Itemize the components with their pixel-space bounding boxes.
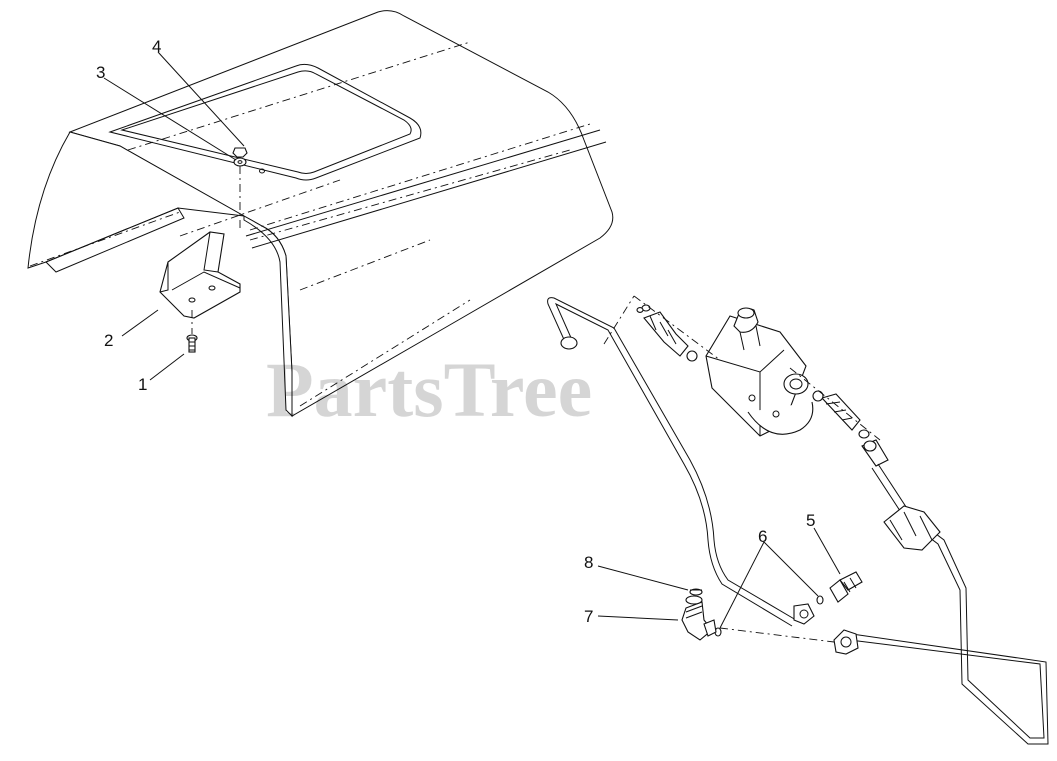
watermark: PartsTree <box>266 346 592 433</box>
straight-fitting <box>829 571 863 603</box>
washer-and-nut <box>232 147 248 232</box>
callout-3: 3 <box>96 63 105 82</box>
callout-labels: 4 3 2 1 5 6 8 7 <box>96 37 815 626</box>
screw <box>186 310 198 353</box>
callout-8: 8 <box>584 553 593 572</box>
callout-7: 7 <box>584 607 593 626</box>
valve-assembly <box>603 295 881 441</box>
elbow-fitting <box>681 588 717 641</box>
callout-leaders <box>103 51 841 629</box>
mounting-bracket <box>159 231 241 319</box>
callout-2: 2 <box>104 331 113 350</box>
hydraulic-tubes <box>547 297 1049 745</box>
callout-6: 6 <box>758 527 767 546</box>
callout-1: 1 <box>138 375 147 394</box>
callout-5: 5 <box>806 511 815 530</box>
hood-panel <box>27 10 614 418</box>
callout-4: 4 <box>152 37 161 56</box>
